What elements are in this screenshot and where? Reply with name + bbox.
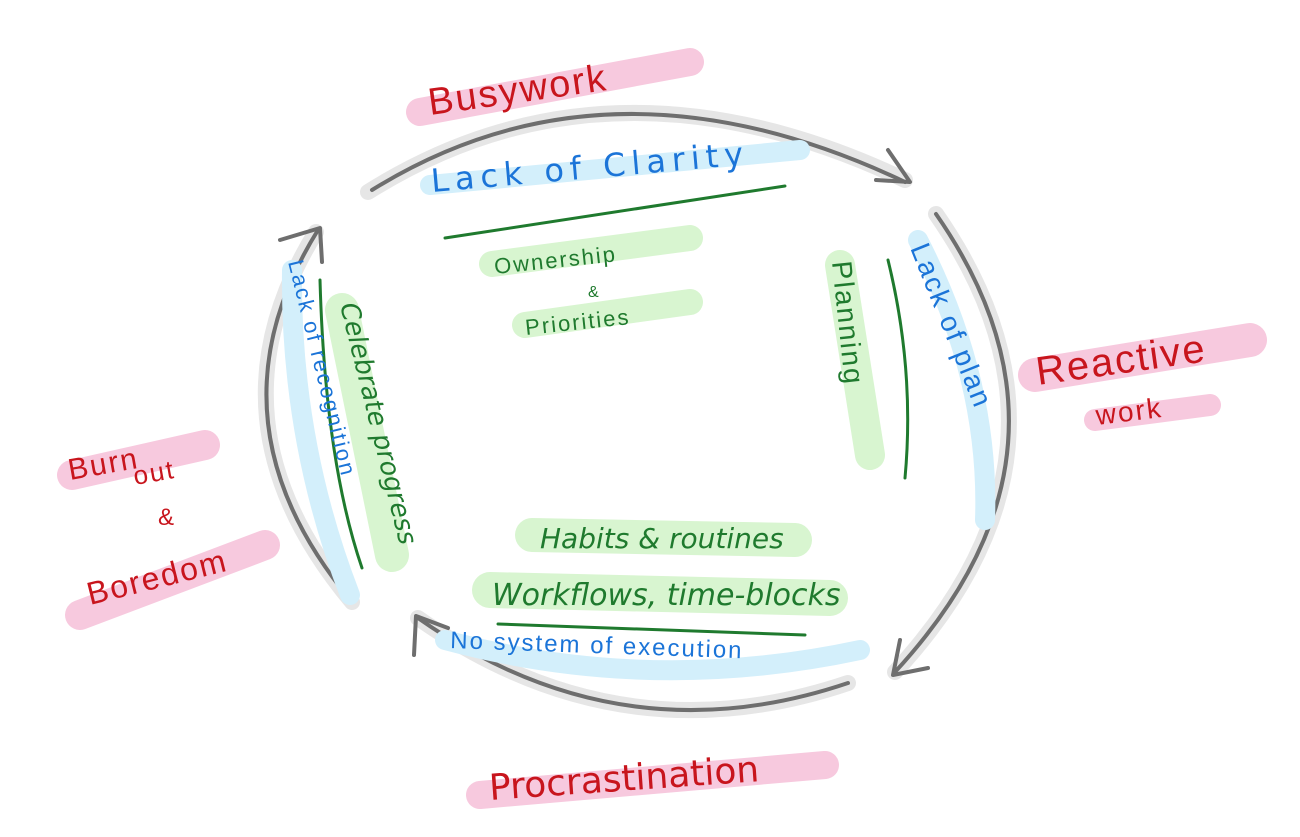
highlight-burnout	[57, 430, 220, 490]
outcome-bottom: Procrastination	[488, 749, 761, 809]
highlight-workflows	[472, 572, 848, 616]
highlights	[57, 48, 1267, 809]
highlight-reactive	[1018, 323, 1267, 392]
divider-bottom	[496, 622, 807, 637]
highlight-procrastination	[466, 751, 839, 809]
highlight-lack-clarity	[420, 140, 810, 195]
highlight-reactive-work	[1084, 394, 1221, 431]
divider-lines	[318, 184, 910, 637]
highlight-no-system	[435, 630, 870, 681]
highlight-planning	[825, 250, 885, 470]
solution-top-line3: Priorities	[524, 304, 632, 340]
solution-top-line2: &	[588, 284, 601, 301]
highlight-busywork	[406, 48, 704, 126]
outcome-left-line1: Burn	[65, 442, 141, 487]
solution-top-line1: Ownership	[493, 241, 618, 279]
highlight-lack-plan	[908, 230, 996, 530]
outcome-right-line2: work	[1093, 392, 1164, 431]
problem-right: Lack of plan	[904, 239, 998, 413]
divider-left	[318, 278, 364, 570]
highlight-priorities	[512, 289, 703, 338]
outcome-left-line2: out	[131, 454, 178, 491]
highlight-boredom	[65, 530, 280, 630]
highlight-lack-recognition	[281, 260, 360, 605]
solution-bottom-line2: Workflows, time-blocks	[492, 578, 841, 613]
highlight-habits	[515, 518, 812, 557]
arrow-right	[887, 206, 1017, 680]
highlight-celebrate	[325, 293, 409, 572]
solution-bottom-line1: Habits & routines	[540, 522, 784, 555]
outcome-left-line3: &	[158, 504, 176, 531]
arrow-top	[360, 104, 913, 200]
divider-top	[443, 184, 787, 240]
outcome-right-line1: Reactive	[1033, 326, 1209, 393]
divider-right	[886, 258, 910, 480]
solution-labels: Ownership & Priorities Planning Habits &…	[333, 241, 870, 613]
highlight-ownership	[479, 225, 703, 277]
solution-right: Planning	[826, 259, 870, 387]
